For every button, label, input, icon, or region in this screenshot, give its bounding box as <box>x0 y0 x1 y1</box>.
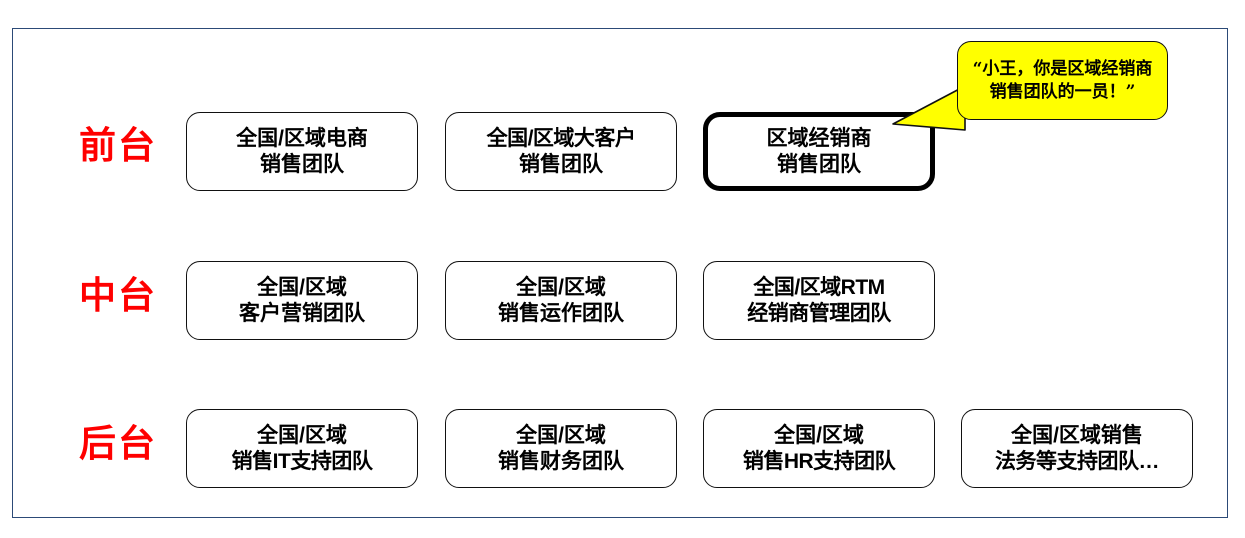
team-box-line1: 全国/区域 <box>774 423 864 447</box>
callout-text: “小王，你是区域经销商销售团队的一员！” <box>972 59 1153 102</box>
team-box-front-3-highlighted[interactable]: 区域经销商 销售团队 <box>703 112 935 191</box>
callout-bubble[interactable]: “小王，你是区域经销商销售团队的一员！” <box>957 41 1168 120</box>
team-box-line1: 区域经销商 <box>766 126 872 150</box>
team-box-middle-2[interactable]: 全国/区域 销售运作团队 <box>445 261 677 340</box>
team-box-line2: 销售HR支持团队 <box>742 449 896 473</box>
team-box-line2: 销售团队 <box>260 152 344 176</box>
row-label-middle: 中台 <box>79 275 157 316</box>
team-box-back-2[interactable]: 全国/区域 销售财务团队 <box>445 409 677 488</box>
team-box-front-2[interactable]: 全国/区域大客户 销售团队 <box>445 112 677 191</box>
team-box-line2: 销售财务团队 <box>498 449 624 473</box>
team-box-line2: 销售IT支持团队 <box>231 449 373 473</box>
team-box-middle-3[interactable]: 全国/区域RTM 经销商管理团队 <box>703 261 935 340</box>
team-box-line2: 销售团队 <box>519 152 603 176</box>
team-box-line2: 销售团队 <box>777 152 861 176</box>
team-box-back-3[interactable]: 全国/区域 销售HR支持团队 <box>703 409 935 488</box>
team-box-line1: 全国/区域销售 <box>1011 423 1143 447</box>
team-box-line2: 销售运作团队 <box>498 301 624 325</box>
team-box-front-1[interactable]: 全国/区域电商 销售团队 <box>186 112 418 191</box>
team-box-line2: 客户营销团队 <box>239 301 365 325</box>
team-box-line1: 全国/区域RTM <box>753 275 885 299</box>
team-box-line1: 全国/区域 <box>516 275 606 299</box>
team-box-line1: 全国/区域 <box>257 423 347 447</box>
team-box-line1: 全国/区域 <box>516 423 606 447</box>
team-box-back-4[interactable]: 全国/区域销售 法务等支持团队… <box>961 409 1193 488</box>
team-box-line2: 经销商管理团队 <box>747 301 891 325</box>
team-box-line1: 全国/区域大客户 <box>486 126 636 150</box>
team-box-line1: 全国/区域电商 <box>236 126 368 150</box>
team-box-middle-1[interactable]: 全国/区域 客户营销团队 <box>186 261 418 340</box>
team-box-back-1[interactable]: 全国/区域 销售IT支持团队 <box>186 409 418 488</box>
row-label-back: 后台 <box>79 423 157 464</box>
row-label-front: 前台 <box>79 125 157 166</box>
team-box-line2: 法务等支持团队… <box>995 449 1160 473</box>
team-box-line1: 全国/区域 <box>257 275 347 299</box>
